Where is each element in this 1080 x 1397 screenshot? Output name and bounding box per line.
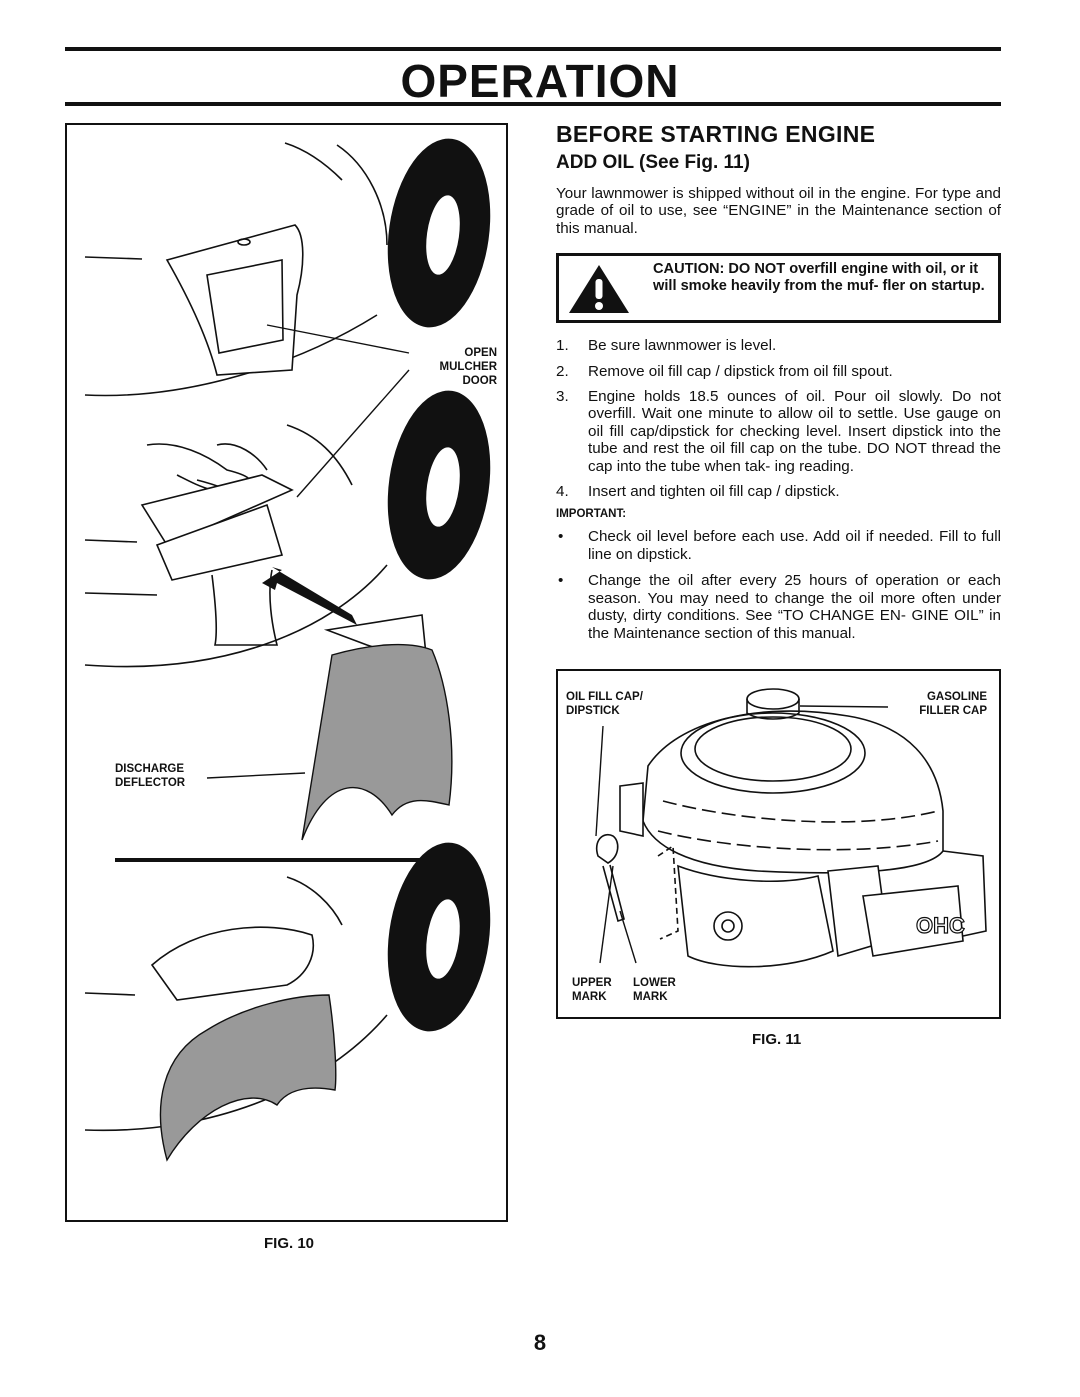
steps-list: 1.Be sure lawnmower is level. 2.Remove o… xyxy=(556,337,1001,500)
list-item: •Check oil level before each use. Add oi… xyxy=(558,528,1001,563)
list-item: 1.Be sure lawnmower is level. xyxy=(556,337,777,355)
top-rule xyxy=(65,47,1001,51)
engine-badge-text: OHC xyxy=(916,913,965,938)
mower-mulcher-illustration xyxy=(84,138,491,1162)
list-item: 3.Engine holds 18.5 ounces of oil. Pour … xyxy=(556,388,1001,475)
lower-mark-callout: LOWER MARK xyxy=(633,977,676,1003)
intro-paragraph: Your lawnmower is shipped without oil in… xyxy=(556,185,1001,237)
section-title: BEFORE STARTING ENGINE xyxy=(556,121,876,147)
fig10-caption: FIG. 10 xyxy=(264,1235,315,1252)
gasoline-filler-cap-callout: GASOLINE FILLER CAP xyxy=(919,691,987,717)
caution-text: CAUTION: DO NOT overfill engine with oil… xyxy=(653,261,985,294)
caution-box: CAUTION: DO NOT overfill engine with oil… xyxy=(556,253,1001,324)
figure-11-frame: OHC OIL FILL CAP/ DIPSTICK GASOLINE FILL… xyxy=(556,669,1001,1019)
figure-10-frame: OPEN MULCHER DOOR DISCHARGE DEFLECTOR xyxy=(65,123,508,1222)
page-header-title: OPERATION xyxy=(400,55,680,107)
wheel-icon xyxy=(387,390,491,580)
fig11-caption: FIG. 11 xyxy=(752,1031,802,1048)
open-mulcher-door-callout: OPEN MULCHER DOOR xyxy=(439,347,498,387)
list-item: •Change the oil after every 25 hours of … xyxy=(558,572,1001,642)
page-number: 8 xyxy=(533,1330,547,1355)
subsection-title: ADD OIL (See Fig. 11) xyxy=(556,152,750,173)
oil-fill-cap-callout: OIL FILL CAP/ DIPSTICK xyxy=(566,691,643,717)
discharge-deflector-callout: DISCHARGE DEFLECTOR xyxy=(115,763,186,789)
wheel-icon xyxy=(387,138,491,328)
wheel-icon xyxy=(387,842,491,1032)
right-column: BEFORE STARTING ENGINE ADD OIL (See Fig.… xyxy=(556,120,1001,651)
important-label: IMPORTANT: xyxy=(556,508,627,521)
list-item: 2.Remove oil fill cap / dipstick from oi… xyxy=(556,362,893,380)
warning-triangle-icon xyxy=(569,265,629,314)
engine-illustration: OHC xyxy=(595,688,987,968)
upper-mark-callout: UPPER MARK xyxy=(572,977,612,1003)
header-underline xyxy=(65,102,1001,106)
list-item: 4.Insert and tighten oil fill cap / dips… xyxy=(556,483,840,501)
important-bullets: •Check oil level before each use. Add oi… xyxy=(556,528,1001,641)
